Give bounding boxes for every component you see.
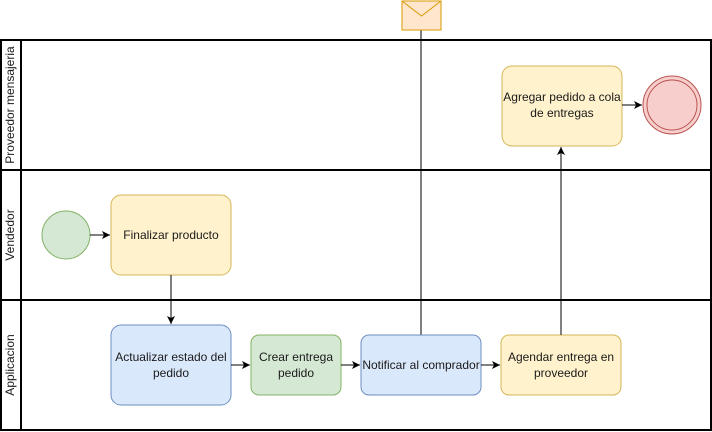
task-label: Actualizar estado del <box>115 350 226 364</box>
task-finalizar-producto: Finalizar producto <box>110 194 232 276</box>
task-actualizar-estado: Actualizar estado del pedido <box>110 324 232 406</box>
start-event <box>41 210 91 260</box>
task-label: Notificar al comprador <box>362 358 479 372</box>
task-label: Agendar entrega en <box>508 350 614 364</box>
lane-label-proveedor: Proveedor mensajeria <box>3 46 17 164</box>
task-label: de entregas <box>530 106 593 120</box>
lane-label-vendedor: Vendedor <box>3 209 17 260</box>
task-agendar-entrega: Agendar entrega en proveedor <box>500 334 622 396</box>
task-label: proveedor <box>534 366 588 380</box>
task-label: Agregar pedido a cola <box>503 90 621 104</box>
message-envelope-icon <box>401 0 442 31</box>
task-label: Finalizar producto <box>123 228 219 242</box>
task-notificar-comprador: Notificar al comprador <box>360 334 482 396</box>
task-label: pedido <box>278 366 314 380</box>
end-event <box>642 75 702 135</box>
task-label: pedido <box>153 366 189 380</box>
task-crear-entrega: Crear entrega pedido <box>250 334 342 396</box>
pool <box>0 39 712 431</box>
lane-label-applicacion: Applicacion <box>3 334 17 395</box>
task-agregar-pedido: Agregar pedido a cola de entregas <box>501 65 623 147</box>
task-label: Crear entrega <box>259 350 333 364</box>
